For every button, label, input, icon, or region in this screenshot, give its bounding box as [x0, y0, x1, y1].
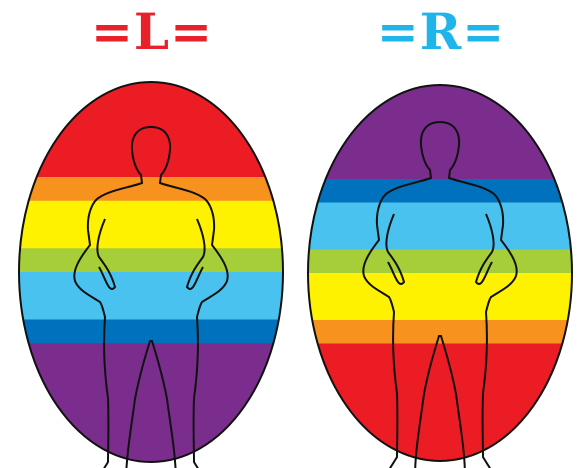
color-band-0: [17, 82, 285, 178]
color-band-0: [306, 85, 574, 180]
color-band-6: [306, 344, 574, 462]
left-aura: [17, 82, 285, 468]
color-band-2: [306, 203, 574, 251]
color-band-4: [17, 272, 285, 320]
right-aura: [306, 85, 574, 468]
color-band-4: [306, 273, 574, 321]
color-band-6: [17, 343, 285, 462]
color-band-2: [17, 201, 285, 249]
color-band-3: [17, 248, 285, 272]
color-band-1: [306, 179, 574, 203]
color-band-1: [17, 177, 285, 201]
color-band-5: [306, 320, 574, 344]
color-band-3: [306, 250, 574, 274]
